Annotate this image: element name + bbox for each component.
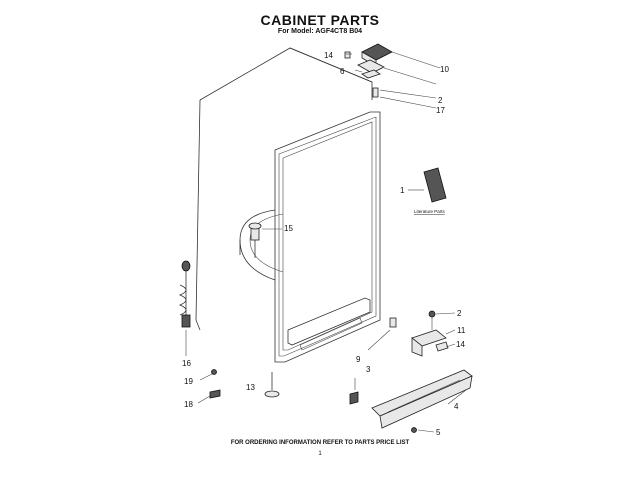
kickplate [371,369,473,429]
callout-19: 19 [184,377,193,386]
top-hinge [344,43,393,98]
screws-bottom-left [197,369,280,404]
literature-parts-label: Literature Parts [414,209,446,214]
leader-lines-top [345,51,441,109]
power-cord [178,260,191,356]
ordering-note: FOR ORDERING INFORMATION REFER TO PARTS … [230,440,410,446]
bottom-hinge [349,310,456,405]
callout-11: 11 [457,326,466,335]
callout-15: 15 [284,224,293,233]
callout-18: 18 [184,400,193,409]
callout-13: 13 [246,383,255,392]
callout-1: 1 [400,186,405,195]
callout-14-top: 14 [324,51,333,60]
callout-2-bottom: 2 [457,309,462,318]
callout-10: 10 [440,65,449,74]
door-gasket [239,111,381,363]
callout-4: 4 [454,402,459,411]
callout-6: 6 [340,67,345,76]
callout-14-bottom: 14 [456,340,465,349]
callout-3: 3 [366,365,371,374]
callout-17: 17 [436,106,445,115]
screw-5 [411,427,435,433]
callout-2-top: 2 [438,96,443,105]
model-subtitle: For Model: AGF4CT8 B04 [277,28,363,35]
page-title: CABINET PARTS [260,12,380,28]
plunger-part [248,222,282,258]
cabinet-body [195,47,373,331]
callout-labels: 14 6 10 2 17 1 Literature Parts 15 16 19… [182,51,466,437]
callout-9: 9 [356,355,361,364]
callout-5: 5 [436,428,441,437]
literature-booklet [408,167,447,203]
page-number: 1 [318,451,322,457]
callout-16: 16 [182,359,191,368]
